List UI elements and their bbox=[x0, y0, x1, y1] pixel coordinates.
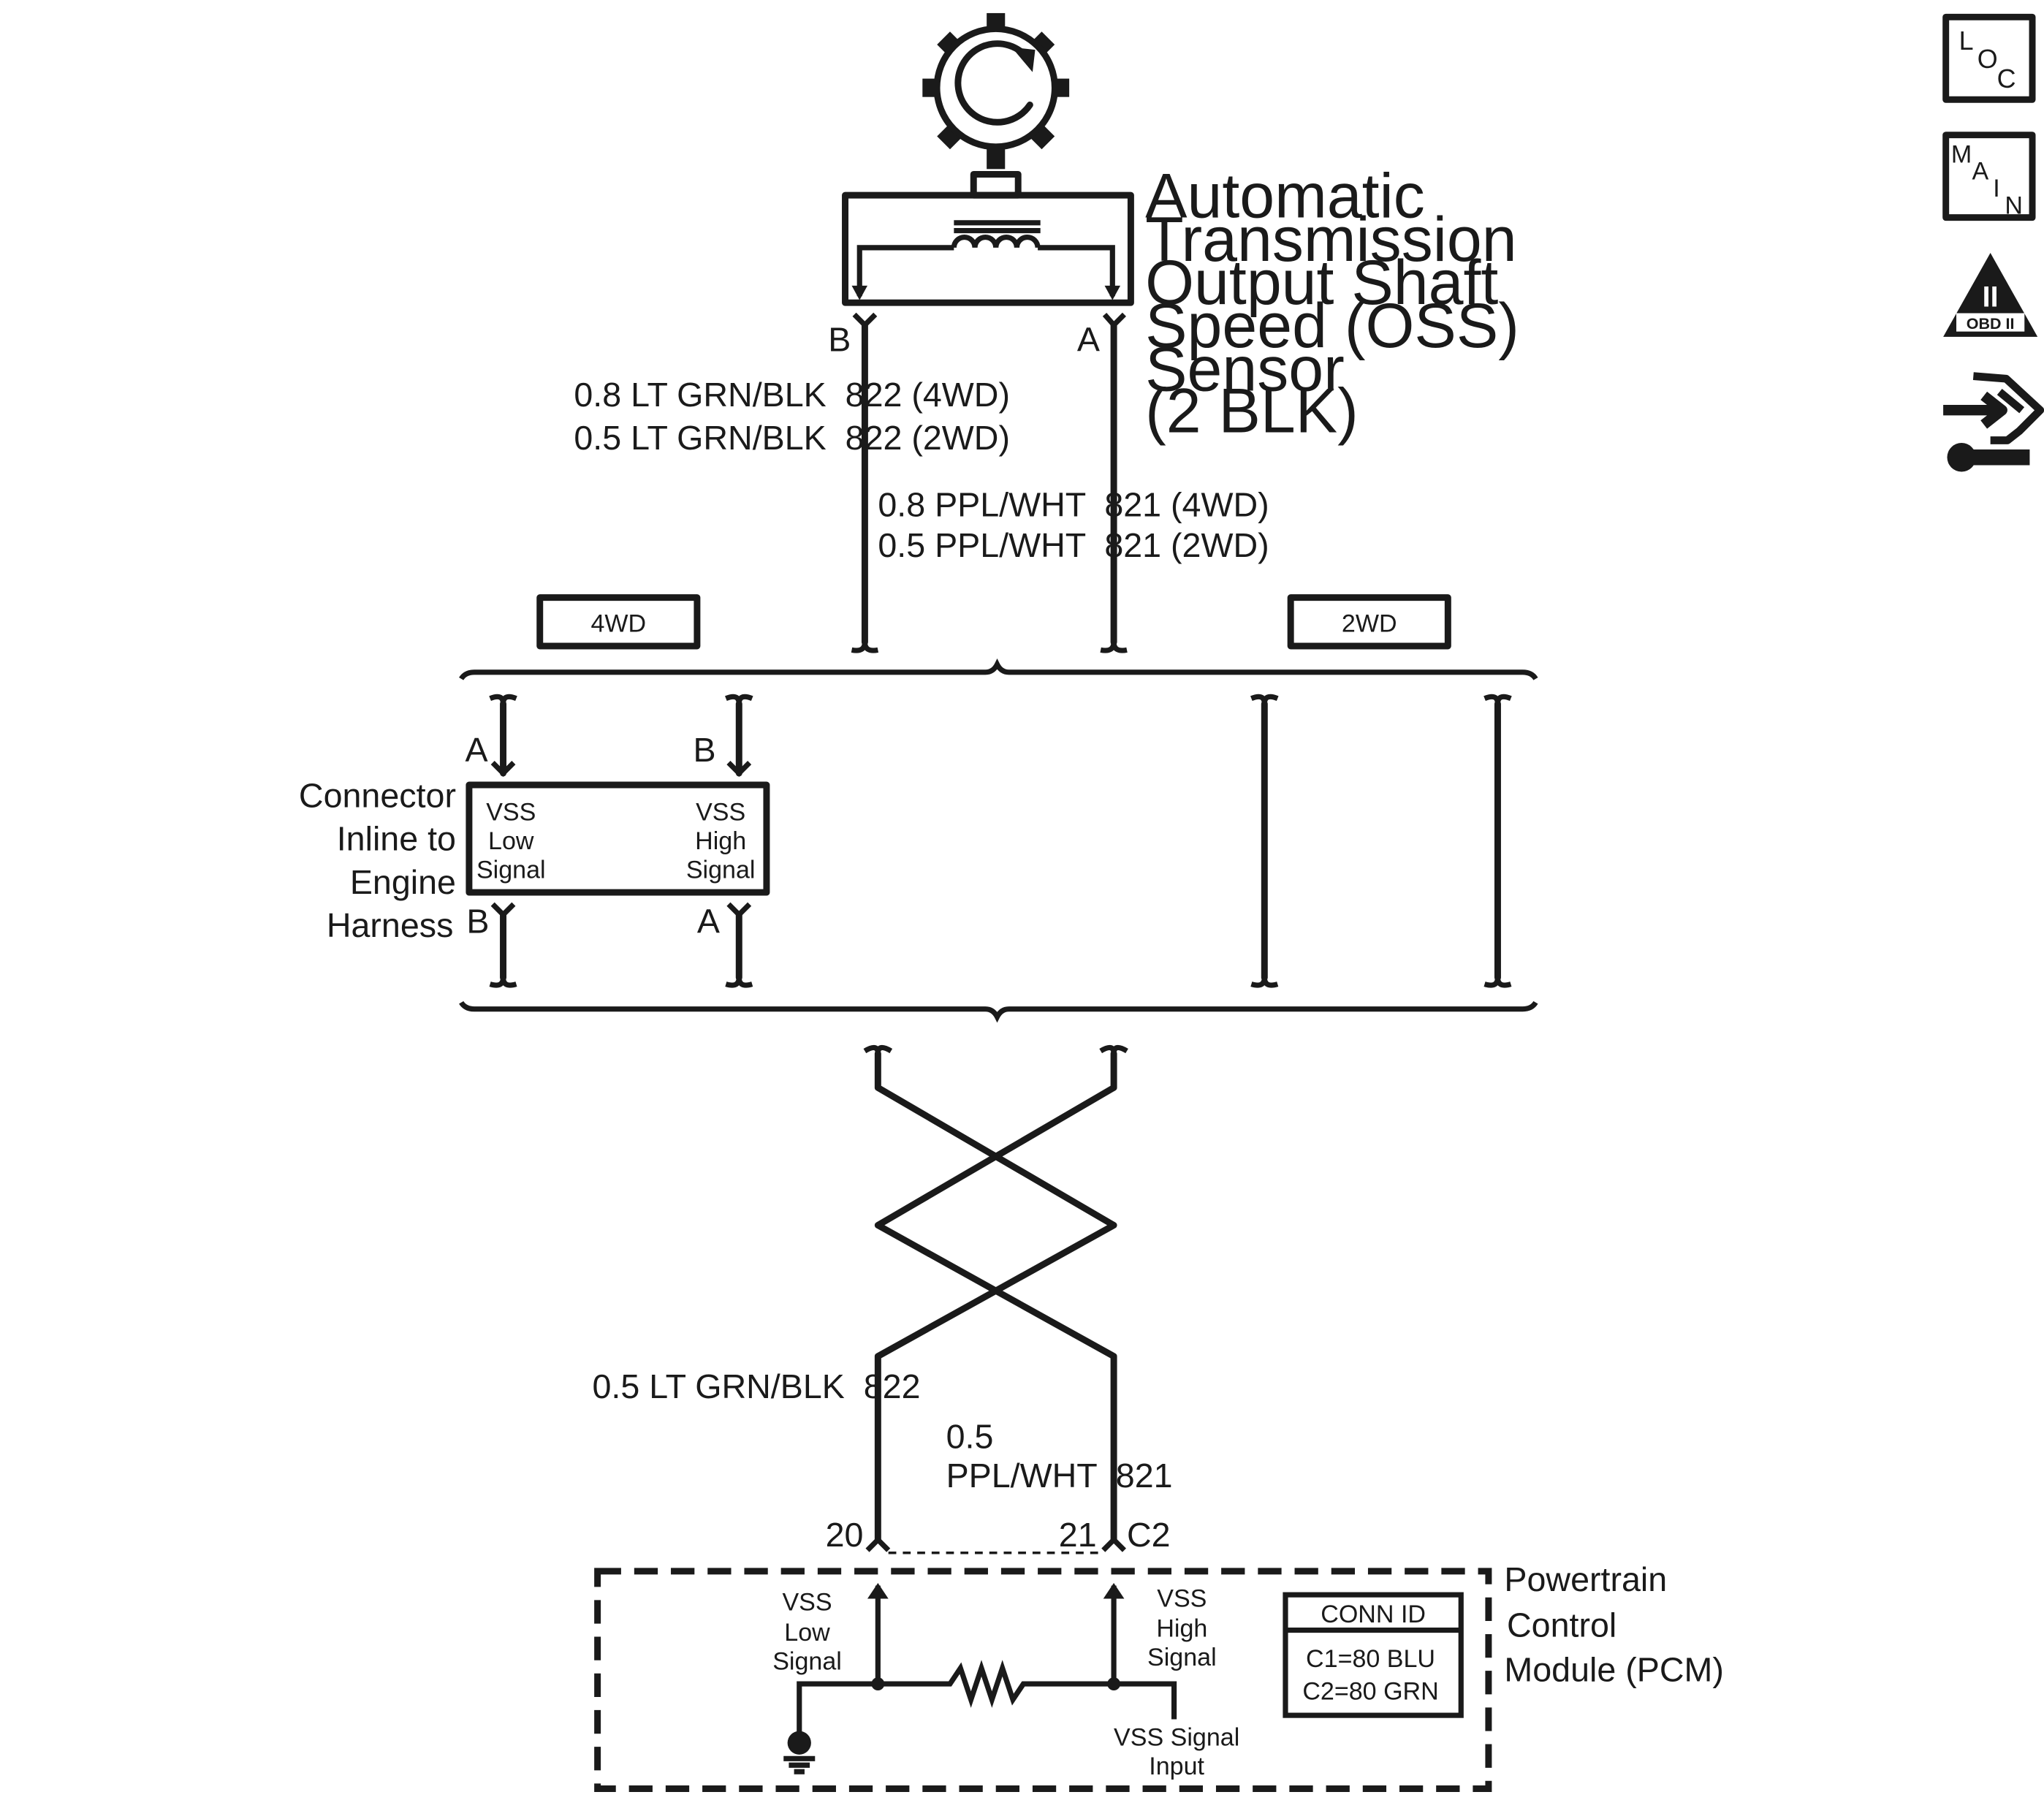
obd-ii-icon[interactable]: II OBD II bbox=[1943, 253, 2038, 337]
inline-pin-b-top: B bbox=[694, 731, 716, 769]
inline-high-label: Signal bbox=[686, 856, 756, 884]
conn-id-table: CONN ID C1=80 BLU C2=80 GRN bbox=[1283, 1592, 1464, 1718]
inline-pin-b-bottom: B bbox=[466, 903, 489, 941]
inline-connector bbox=[466, 694, 770, 988]
main-icon-letter: M bbox=[1951, 140, 1972, 168]
oss-sensor-name-line: Output Shaft bbox=[1145, 248, 1498, 318]
main-icon-letter: I bbox=[1993, 175, 1999, 202]
inline-connector-name: Connector bbox=[299, 777, 456, 815]
option-2wd-box bbox=[1287, 594, 1451, 650]
pcm-connector-c2: C2 bbox=[1127, 1516, 1171, 1554]
inline-connector-name: Inline to bbox=[337, 820, 456, 858]
wire-822-label-4wd: 0.8 LT GRN/BLK 822 (4WD) bbox=[574, 376, 1010, 414]
pcm-pin-21: 21 bbox=[1059, 1516, 1097, 1554]
conn-id-row: C2=80 GRN bbox=[1302, 1678, 1438, 1706]
inline-high-label: VSS bbox=[696, 798, 745, 826]
pcm-name: Control bbox=[1507, 1606, 1616, 1644]
wire-822-label-2wd: 0.5 LT GRN/BLK 822 (2WD) bbox=[574, 419, 1010, 457]
conn-id-title: CONN ID bbox=[1321, 1601, 1426, 1628]
pcm-box bbox=[594, 1568, 1492, 1793]
pcm-high-label: Signal bbox=[1147, 1644, 1217, 1671]
oss-sensor-name: Automatic Transmission Output Shaft Spee… bbox=[1145, 162, 1519, 447]
twisted-pair bbox=[863, 1044, 1128, 1544]
pcm-low-label: Signal bbox=[772, 1647, 842, 1675]
wire-821-label-2wd: 0.5 PPL/WHT 821 (2WD) bbox=[878, 526, 1269, 564]
loc-icon[interactable]: L O C bbox=[1942, 13, 2036, 103]
pcm-high-label: High bbox=[1156, 1615, 1207, 1643]
inline-low-label: VSS bbox=[486, 798, 536, 826]
inline-low-label: Low bbox=[488, 827, 534, 855]
obd-ii-text: OBD II bbox=[1967, 315, 2015, 333]
option-4wd-box bbox=[536, 594, 701, 650]
pcm-name: Powertrain bbox=[1504, 1560, 1667, 1598]
pcm-input-label: VSS Signal bbox=[1114, 1723, 1239, 1751]
loc-icon-letter: C bbox=[1997, 64, 2016, 94]
option-brace-top bbox=[459, 658, 1538, 680]
main-icon-letter: A bbox=[1972, 158, 1989, 186]
oss-sensor-name-line: Automatic bbox=[1145, 162, 1425, 232]
pcm-pin-20: 20 bbox=[826, 1516, 864, 1554]
option-4wd-label: 4WD bbox=[590, 610, 646, 637]
main-icon-letter: N bbox=[2005, 191, 2023, 219]
wire-822-label-bottom: 0.5 LT GRN/BLK 822 bbox=[592, 1367, 920, 1405]
sensor-pin-b: B bbox=[828, 321, 851, 359]
pcm-low-label: Low bbox=[784, 1619, 830, 1647]
option-brace-bottom bbox=[459, 1001, 1538, 1023]
pcm-high-label: VSS bbox=[1157, 1584, 1207, 1612]
inline-pin-a-bottom: A bbox=[697, 903, 720, 941]
option-2wd-label: 2WD bbox=[1342, 610, 1397, 637]
2wd-pass-through bbox=[1250, 694, 1512, 988]
oss-sensor-name-line: Sensor bbox=[1145, 334, 1345, 404]
inline-low-label: Signal bbox=[476, 856, 546, 884]
wire-821-label-4wd: 0.8 PPL/WHT 821 (4WD) bbox=[878, 485, 1269, 523]
conn-id-row: C1=80 BLU bbox=[1306, 1645, 1435, 1673]
reluctor-wheel-icon bbox=[922, 12, 1070, 170]
inline-connector-name: Harness bbox=[327, 906, 454, 944]
pcm-low-label: VSS bbox=[782, 1589, 832, 1617]
obd-ii-roman: II bbox=[1983, 281, 1999, 314]
loc-icon-letter: O bbox=[1977, 45, 1998, 74]
oss-sensor-name-line: Speed (OSS) bbox=[1145, 291, 1519, 361]
sensor-pin-a: A bbox=[1077, 321, 1100, 359]
inline-connector-name: Engine bbox=[350, 863, 456, 901]
wire-821-label-bottom: 0.5 bbox=[946, 1417, 994, 1455]
wire-821-label-bottom: PPL/WHT 821 bbox=[946, 1457, 1173, 1495]
oss-sensor-name-line: Transmission bbox=[1145, 205, 1516, 275]
oss-sensor-name-line: (2 BLK) bbox=[1145, 376, 1359, 447]
diagnostic-flow-icon[interactable] bbox=[1943, 372, 2044, 472]
main-icon[interactable]: M A I N bbox=[1942, 132, 2036, 221]
inline-pin-a-top: A bbox=[466, 731, 488, 769]
inline-high-label: High bbox=[695, 827, 746, 855]
pcm-input-label: Input bbox=[1149, 1753, 1204, 1780]
pcm-input-circuit bbox=[783, 1583, 1177, 1774]
oss-sensor bbox=[842, 170, 1134, 306]
loc-icon-letter: L bbox=[1959, 26, 1974, 56]
pcm-name: Module (PCM) bbox=[1504, 1650, 1723, 1688]
